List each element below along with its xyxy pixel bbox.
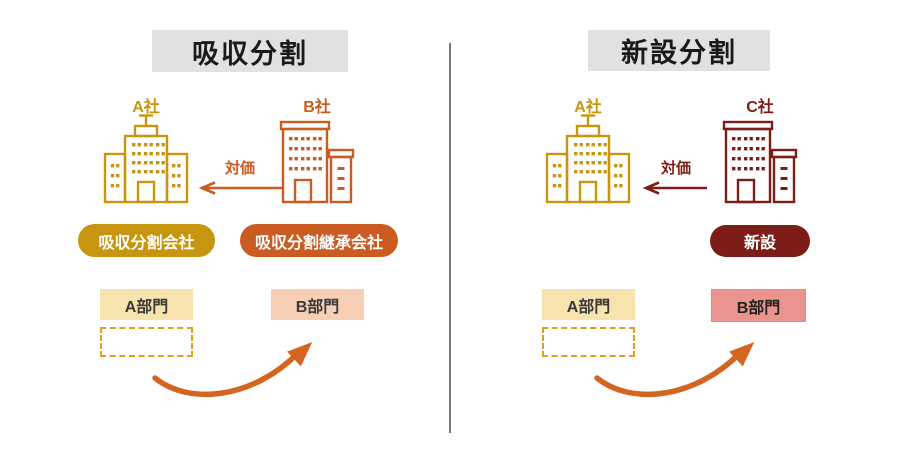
company-b-label: B社 bbox=[303, 99, 331, 116]
transfer-arrow-icon bbox=[587, 328, 772, 408]
succeeding-company-badge: 吸収分割継承会社 bbox=[240, 224, 398, 257]
new-company-badge: 新設 bbox=[710, 225, 810, 257]
consideration-label: 対価 bbox=[660, 160, 691, 177]
consideration-label: 対価 bbox=[224, 160, 255, 177]
panel-divider bbox=[449, 43, 451, 433]
company-c-label: C社 bbox=[746, 99, 774, 116]
company-a-label: A社 bbox=[574, 99, 602, 116]
division-a-box: A部門 bbox=[542, 289, 635, 320]
company-a-building-icon bbox=[102, 112, 190, 204]
company-a-building-icon bbox=[544, 112, 632, 204]
panel-title: 新設分割 bbox=[588, 30, 770, 71]
vacated-division-box bbox=[542, 327, 635, 357]
consideration-arrow-icon bbox=[198, 181, 283, 195]
company-c-building-icon bbox=[722, 112, 798, 204]
division-b-box: B部門 bbox=[711, 289, 806, 322]
transfer-arrow-icon bbox=[145, 328, 330, 408]
company-b-building-icon bbox=[279, 112, 355, 204]
company-a-label: A社 bbox=[132, 99, 160, 116]
splitting-company-badge: 吸収分割会社 bbox=[78, 224, 215, 257]
vacated-division-box bbox=[100, 327, 193, 357]
consideration-arrow-icon bbox=[642, 181, 707, 195]
panel-title: 吸収分割 bbox=[152, 30, 348, 72]
division-b-box: B部門 bbox=[271, 289, 364, 320]
division-a-box: A部門 bbox=[100, 289, 193, 320]
